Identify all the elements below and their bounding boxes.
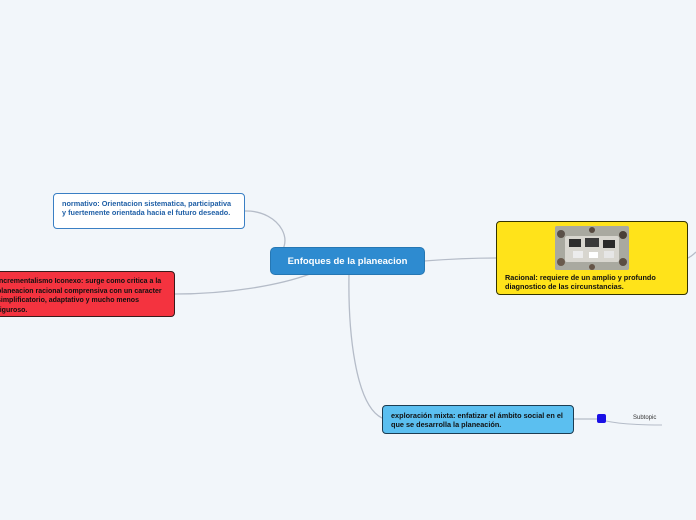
connector-racional-extension bbox=[687, 251, 696, 259]
topic-incrementalismo[interactable]: Incrementalismo Iconexo: surge como crit… bbox=[0, 271, 175, 317]
topic-exploracion-mixta[interactable]: exploración mixta: enfatizar el ámbito s… bbox=[382, 405, 574, 434]
topic-normativo-text: normativo: Orientacion sistematica, part… bbox=[62, 199, 232, 217]
racional-meeting-image bbox=[555, 226, 629, 270]
central-topic[interactable]: Enfoques de la planeacion bbox=[271, 248, 424, 274]
subtopic-label[interactable]: Subtopic bbox=[633, 415, 657, 421]
topic-racional-text: Racional: requiere de un amplio y profun… bbox=[505, 273, 656, 291]
subtopic-underline bbox=[605, 420, 663, 426]
topic-racional[interactable]: Racional: requiere de un amplio y profun… bbox=[496, 221, 688, 295]
subtopic-marker-icon[interactable] bbox=[597, 414, 606, 423]
connector-racional bbox=[423, 257, 497, 262]
topic-exploracion-text: exploración mixta: enfatizar el ámbito s… bbox=[391, 411, 563, 429]
topic-incrementalismo-text: Incrementalismo Iconexo: surge como crit… bbox=[0, 278, 162, 314]
meeting-table-illustration bbox=[555, 226, 629, 270]
central-topic-label: Enfoques de la planeacion bbox=[287, 255, 408, 267]
connector-exploracion bbox=[348, 273, 383, 419]
connector-incremental bbox=[174, 273, 311, 295]
topic-normativo[interactable]: normativo: Orientacion sistematica, part… bbox=[53, 193, 245, 229]
